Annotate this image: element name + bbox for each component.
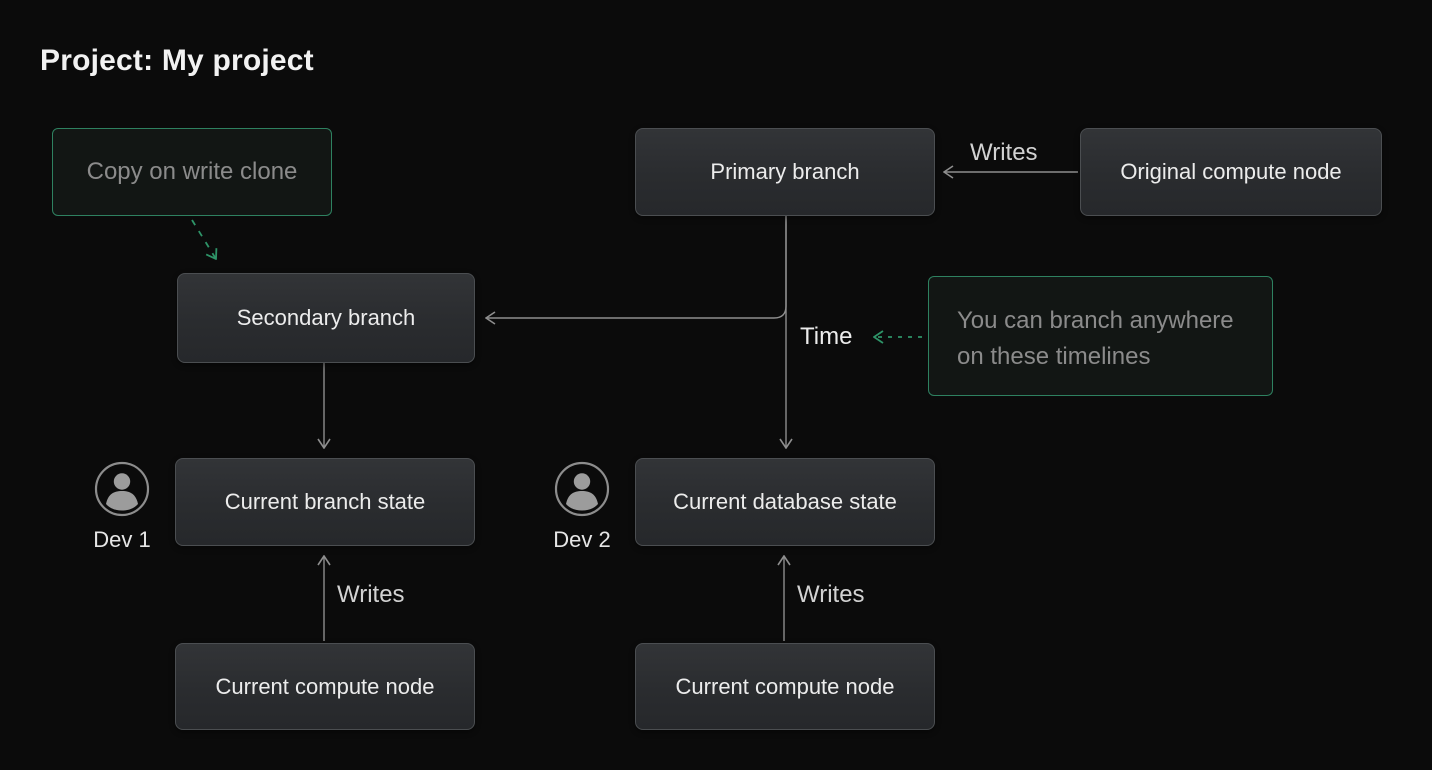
node-primary-branch-label: Primary branch <box>710 159 860 184</box>
node-secondary-branch-label: Secondary branch <box>236 305 416 330</box>
label-writes-original: Writes <box>970 139 1038 166</box>
node-current-database-state: Current database state <box>635 458 935 546</box>
node-current-branch-state-label: Current branch state <box>224 489 426 514</box>
actor-dev2: Dev 2 <box>550 461 614 553</box>
dev2-avatar-icon <box>554 461 610 517</box>
edge-primary-branch-to-secondary <box>486 214 787 318</box>
node-current-compute-left-label: Current compute node <box>215 673 435 699</box>
node-current-compute-right-label: Current compute node <box>675 673 895 699</box>
node-original-compute: Original compute node <box>1080 128 1382 216</box>
actor-dev1: Dev 1 <box>90 461 154 553</box>
callout-branch-anywhere: You can branch anywhere on these timelin… <box>928 276 1273 396</box>
node-current-database-state-label: Current database state <box>673 489 897 514</box>
label-writes-right: Writes <box>797 581 865 608</box>
node-original-compute-label: Original compute node <box>1120 159 1342 184</box>
dev1-avatar-icon <box>94 461 150 517</box>
callout-copy-on-write-label: Copy on write clone <box>86 158 298 185</box>
node-primary-branch: Primary branch <box>635 128 935 216</box>
node-current-compute-left: Current compute node <box>175 643 475 730</box>
callout-copy-on-write: Copy on write clone <box>52 128 332 216</box>
actor-dev1-label: Dev 1 <box>93 527 151 552</box>
page-title: Project: My project <box>40 44 314 77</box>
node-secondary-branch: Secondary branch <box>177 273 475 363</box>
label-writes-left: Writes <box>337 581 405 608</box>
actor-dev2-label: Dev 2 <box>553 527 611 552</box>
callout-branch-anywhere-line1: You can branch anywhere <box>957 307 1234 334</box>
callout-branch-anywhere-line2: on these timelines <box>957 343 1151 370</box>
node-current-branch-state: Current branch state <box>175 458 475 546</box>
node-current-compute-right: Current compute node <box>635 643 935 730</box>
edge-clone-callout-dashed <box>191 219 216 259</box>
label-time: Time <box>800 323 853 350</box>
